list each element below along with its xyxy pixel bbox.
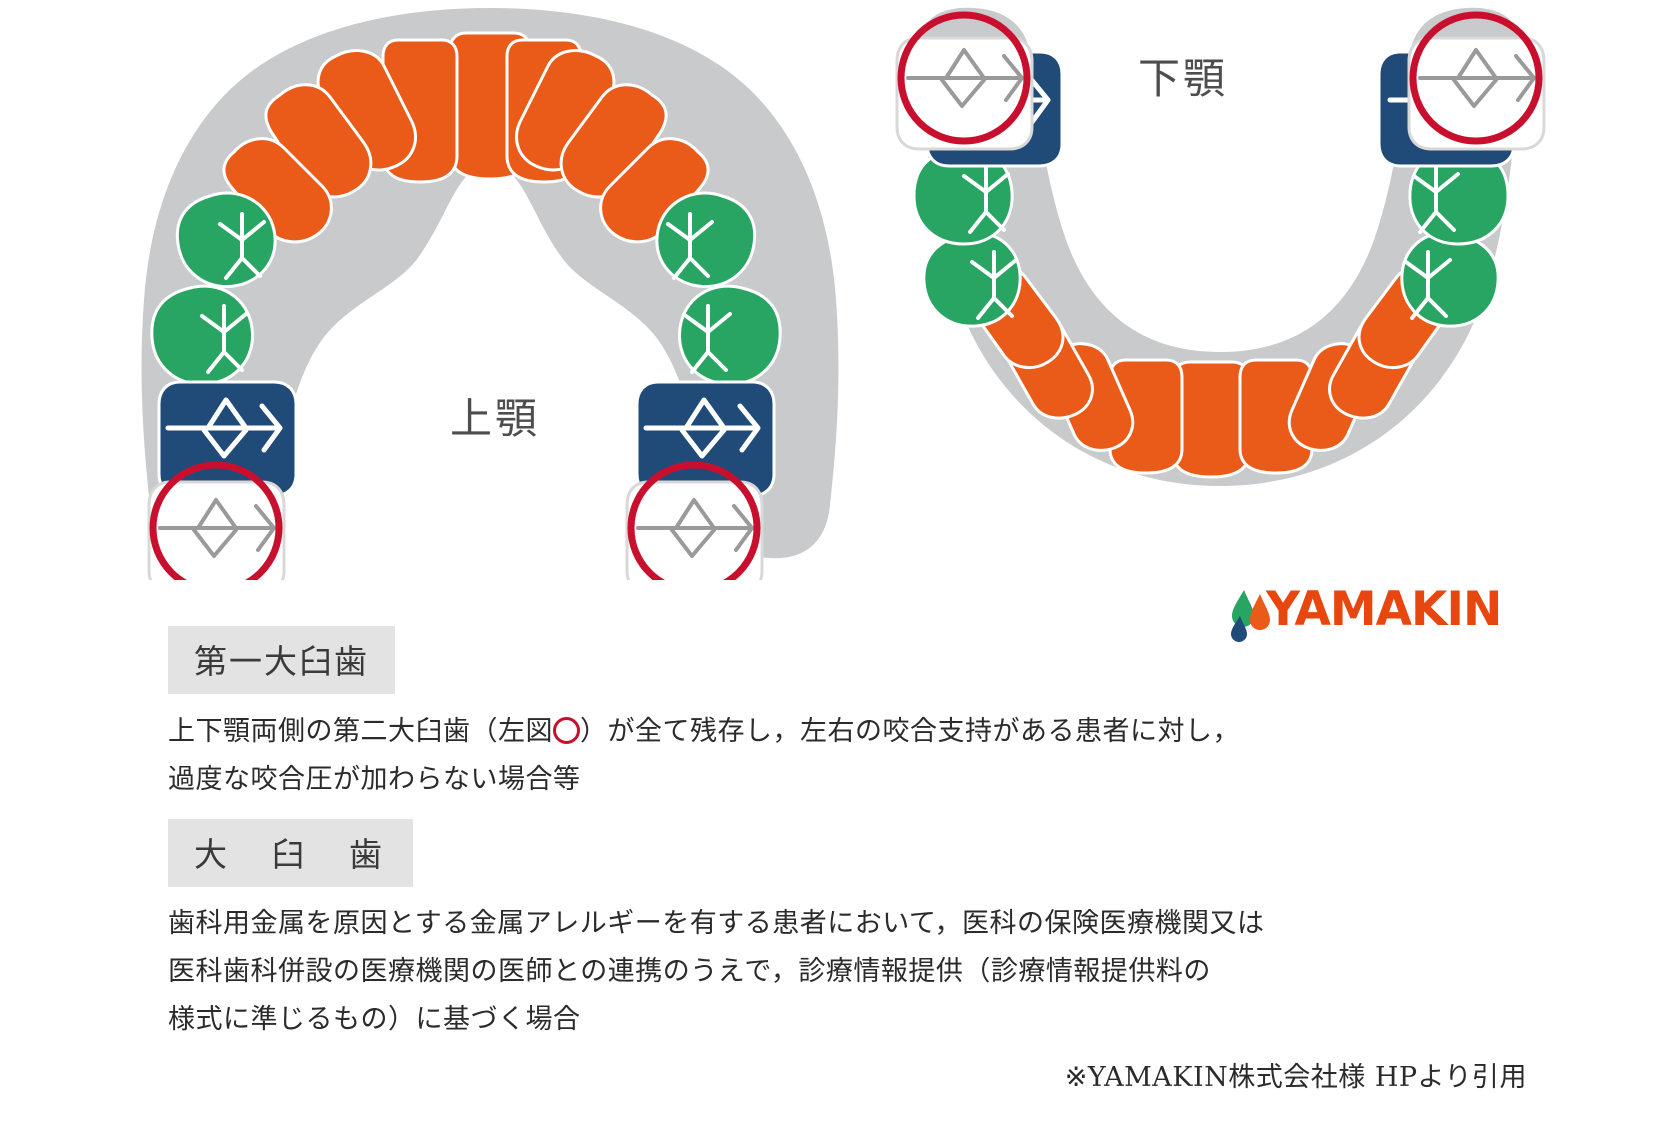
highlight-circle-upper-left — [149, 461, 283, 580]
legend-body-first-molar-prefix: 上下顎両側の第二大臼歯（左図 — [168, 716, 553, 747]
upper-anterior-teeth — [222, 31, 710, 244]
dental-arch-diagram: 上顎 下顎 YAMAKIN — [141, 7, 1546, 642]
yamakin-wordmark: YAMAKIN — [1266, 582, 1502, 637]
legend-body-molar: 歯科用金属を原因とする金属アレルギーを有する患者において，医科の保険医療機関又は… — [168, 908, 1265, 1035]
red-circle-marker-icon — [553, 717, 580, 744]
lower-second-molar-left — [895, 36, 1034, 151]
upper-second-molar-right — [625, 480, 764, 580]
upper-premolar-fissures — [200, 212, 732, 374]
highlight-circle-lower-left — [897, 11, 1031, 145]
legend-text-block: 第一大臼歯 上下顎両側の第二大臼歯（左図）が全て残存し，左右の咬合支持がある患者… — [0, 600, 1679, 1128]
lower-second-molars — [895, 36, 1546, 151]
legend-body-first-molar-suffix: ）が全て残存し，左右の咬合支持がある患者に対し， 過度な咬合圧が加わらない場合等 — [168, 716, 1240, 795]
upper-second-molar-fissures — [158, 498, 754, 558]
upper-premolars — [150, 191, 782, 386]
lower-jaw-illustration — [895, 7, 1546, 486]
lower-second-molar-right — [1407, 36, 1546, 151]
upper-jaw-illustration — [141, 8, 839, 580]
lower-second-molar-fissures — [906, 48, 1536, 108]
source-credit: ※YAMAKIN株式会社様 HPより引用 — [1064, 1062, 1527, 1093]
upper-second-molar-left — [147, 480, 286, 580]
legend-body-first-molar: 上下顎両側の第二大臼歯（左図）が全て残存し，左右の咬合支持がある患者に対し， 過… — [168, 708, 1240, 804]
upper-first-molar-fissures — [165, 397, 761, 459]
legend-heading-first-molar: 第一大臼歯 — [168, 626, 395, 694]
yamakin-logo-drops — [1231, 590, 1270, 642]
highlight-circle-lower-right — [1409, 11, 1543, 145]
upper-second-molars — [147, 480, 764, 580]
highlight-circle-upper-right — [627, 461, 761, 580]
yamakin-logo: YAMAKIN — [1228, 582, 1538, 646]
upper-jaw-label: 上顎 — [450, 394, 541, 443]
legend-heading-molar: 大 臼 歯 — [168, 819, 413, 887]
lower-anterior-teeth — [966, 265, 1456, 479]
lower-premolar-fissures — [962, 164, 1460, 320]
lower-jaw-label: 下顎 — [1138, 54, 1229, 103]
